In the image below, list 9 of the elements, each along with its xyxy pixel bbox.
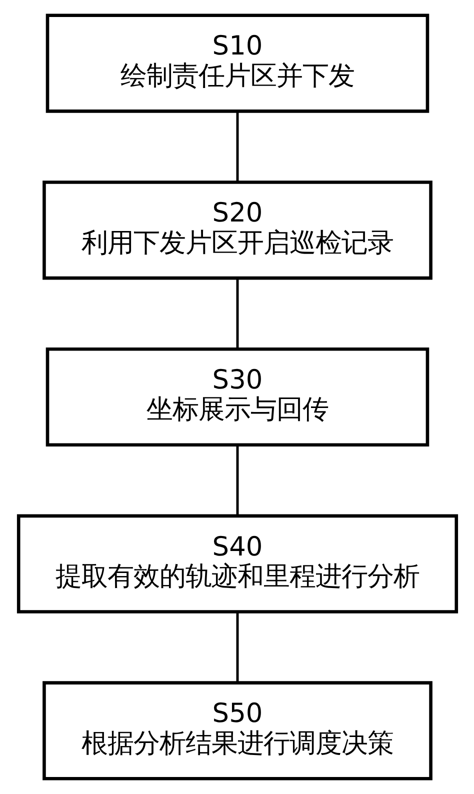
node-box: S20 利用下发片区开启巡检记录 [42, 180, 432, 280]
node-box: S30 坐标展示与回传 [45, 347, 429, 447]
node-box: S40 提取有效的轨迹和里程进行分析 [16, 514, 458, 614]
node-box: S10 绘制责任片区并下发 [45, 14, 429, 113]
connector [236, 445, 238, 516]
connector [236, 278, 238, 349]
connector [236, 111, 238, 182]
connector [236, 612, 238, 683]
node-box: S50 根据分析结果进行调度决策 [42, 681, 432, 780]
